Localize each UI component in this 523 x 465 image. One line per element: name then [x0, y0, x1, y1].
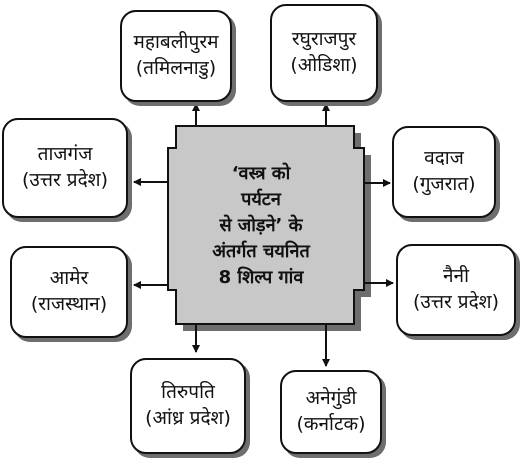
village-name: महाबलीपुरम — [133, 31, 219, 54]
center-line-3: से जोड़ने’ के — [219, 214, 303, 236]
village-name: रघुराजपुर — [291, 28, 357, 51]
village-box-tirupati: तिरुपति (आंध्र प्रदेश) — [130, 358, 246, 454]
village-state: (तमिलनाडु) — [135, 57, 217, 79]
center-line-4: अंतर्गत चयनित — [212, 241, 310, 263]
center-line-1: ‘वस्त्र को — [231, 162, 291, 184]
village-state: (ओडिशा) — [290, 54, 358, 76]
village-state: (गुजरात) — [412, 173, 476, 195]
village-box-vadaj: वदाज (गुजरात) — [392, 126, 496, 218]
village-box-tajganj: ताजगंज (उत्तर प्रदेश) — [2, 118, 128, 218]
village-box-mahabalipuram: महाबलीपुरम (तमिलनाडु) — [120, 10, 232, 102]
village-name: अनेगुंडी — [305, 387, 357, 410]
village-name: तिरुपति — [161, 381, 215, 404]
village-name: नैनी — [442, 265, 469, 288]
center-title: ‘वस्त्र को पर्यटन से जोड़ने’ के अंतर्गत … — [168, 128, 354, 324]
village-box-raghurajpur: रघुराजपुर (ओडिशा) — [270, 4, 378, 102]
village-box-anegundi: अनेगुंडी (कर्नाटक) — [280, 370, 382, 454]
village-state: (कर्नाटक) — [296, 413, 366, 435]
village-state: (राजस्थान) — [30, 293, 108, 315]
village-state: (आंध्र प्रदेश) — [145, 407, 231, 429]
center-shape — [167, 125, 365, 325]
village-name: आमेर — [49, 267, 89, 290]
village-name: वदाज — [424, 147, 464, 170]
village-name: ताजगंज — [37, 143, 93, 166]
center-line-2: पर्यटन — [241, 188, 281, 210]
village-state: (उत्तर प्रदेश) — [413, 291, 499, 313]
village-box-amer: आमेर (राजस्थान) — [10, 246, 128, 338]
village-state: (उत्तर प्रदेश) — [22, 169, 108, 191]
center-line-5: 8 शिल्प गांव — [218, 267, 304, 289]
village-box-naini: नैनी (उत्तर प्रदेश) — [396, 244, 516, 336]
